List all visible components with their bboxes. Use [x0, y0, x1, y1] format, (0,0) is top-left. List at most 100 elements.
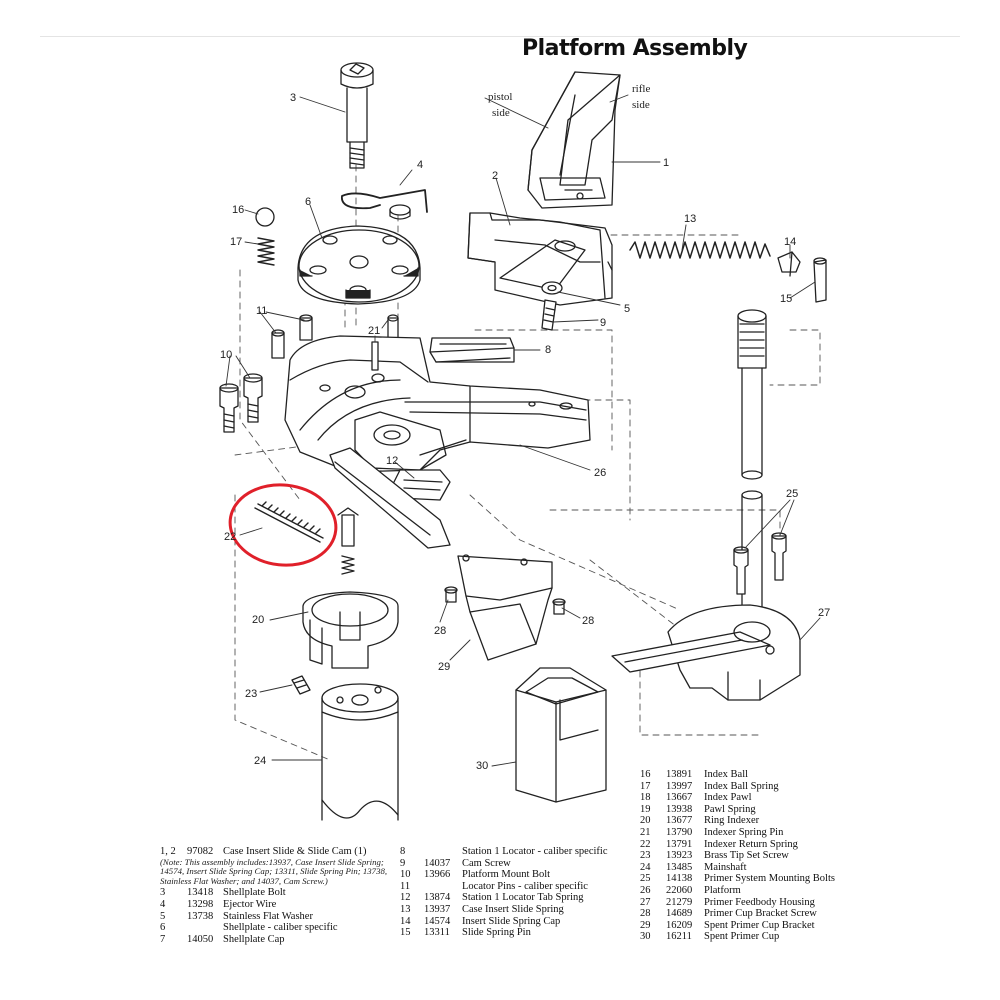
station-locator-part-8: [429, 337, 515, 363]
callout-4: 4: [417, 159, 423, 171]
callout-20: 20: [252, 614, 264, 626]
callout-28b: 28: [582, 615, 594, 627]
callout-3: 3: [290, 92, 296, 104]
callout-25: 25: [786, 488, 798, 500]
callout-11: 11: [256, 305, 267, 317]
shellplate-part-6: [297, 225, 421, 305]
spent-primer-cup-part-30: [515, 667, 607, 803]
ejector-wire-part-4: [341, 189, 428, 213]
callout-15: 15: [780, 293, 792, 305]
callout-28a: 28: [434, 625, 446, 637]
page-title: Platform Assembly: [522, 36, 748, 61]
parts-legend-left: 1, 2 97082 Case Insert Slide & Slide Cam…: [160, 846, 400, 945]
indexer-return-spring-part-22: [254, 501, 324, 543]
spring-cap-part-14: [777, 251, 801, 277]
callout-10: 10: [220, 349, 232, 361]
ring-indexer-part-20: [302, 591, 399, 669]
pistol-side-label: side: [492, 107, 510, 119]
primer-feedbody-part-27: [611, 604, 801, 701]
callout-27: 27: [818, 607, 830, 619]
cam-screw-part-9: [541, 299, 557, 331]
callout-14: 14: [784, 236, 796, 248]
locator-pins-part-11: [271, 314, 399, 359]
slide-spring-part-13: [629, 241, 771, 259]
callout-numbers: 3 4 1 2 13 14 15 16 17 6 5 9 11 21 10 8 …: [220, 83, 830, 772]
callout-8: 8: [545, 344, 551, 356]
indexer-spring-pin-part-21: [371, 341, 379, 371]
legend-note: (Note: This assembly includes:13937, Cas…: [160, 856, 388, 886]
callout-17: 17: [230, 236, 242, 248]
rifle-label: rifle: [632, 83, 650, 95]
callout-9: 9: [600, 317, 606, 329]
rifle-side-label: side: [632, 99, 650, 111]
index-ball-spring-part-17: [257, 237, 275, 266]
shellplate-bolt-part-3: [340, 62, 374, 169]
callout-29: 29: [438, 661, 450, 673]
callout-13: 13: [684, 213, 696, 225]
callout-21: 21: [368, 325, 380, 337]
set-screw-part-23: [291, 675, 311, 695]
slide-cam-part-2: [467, 212, 613, 306]
pawl-spring-part-19: [337, 507, 359, 575]
slide-spring-pin-part-15: [813, 257, 827, 303]
callout-6: 6: [305, 196, 311, 208]
callout-30: 30: [476, 760, 488, 772]
callout-26: 26: [594, 467, 606, 479]
spent-primer-cup-bracket-part-29: [457, 554, 553, 661]
leader-lines: [225, 94, 821, 767]
top-divider: [40, 36, 960, 37]
washer-part-5: [541, 281, 563, 295]
case-insert-slide-part-1: [527, 71, 621, 209]
callout-1: 1: [663, 157, 669, 169]
callout-5: 5: [624, 303, 630, 315]
pistol-label: pistol: [488, 91, 512, 103]
callout-24: 24: [254, 755, 266, 767]
highlight-ellipse: [228, 483, 338, 567]
shellplate-cap-part-7: [389, 204, 411, 220]
callout-16: 16: [232, 204, 244, 216]
platform-part-26: [284, 335, 591, 473]
cup-bracket-screws-part-28: [444, 586, 566, 615]
callout-2: 2: [492, 170, 498, 182]
platform-mount-bolts-part-10: [219, 373, 263, 433]
callout-23: 23: [245, 688, 257, 700]
callout-22: 22: [224, 531, 236, 543]
primer-mounting-bolts-part-25: [733, 532, 787, 595]
callout-12: 12: [386, 455, 398, 467]
exploded-view-drawing: 3 4 1 2 13 14 15 16 17 6 5 9 11 21 10 8 …: [219, 62, 830, 821]
index-pawl-part-18: [329, 447, 451, 549]
legend-row: 1, 2 97082 Case Insert Slide & Slide Cam…: [160, 846, 367, 857]
index-ball-part-16: [255, 207, 275, 227]
mainshaft-part-24: [321, 683, 399, 821]
